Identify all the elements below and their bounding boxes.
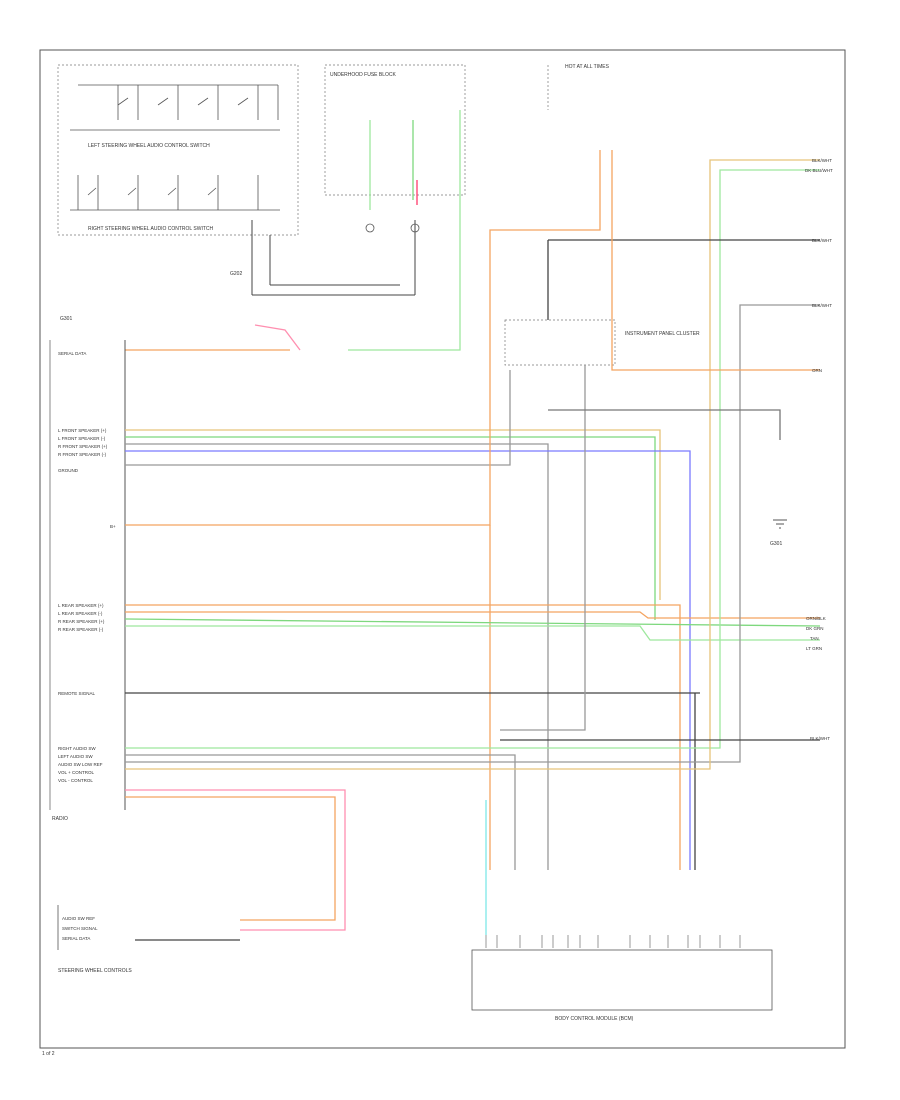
- wire-rear-orange-b: [125, 611, 820, 619]
- svg-text:REMOTE SIGNAL: REMOTE SIGNAL: [58, 691, 96, 696]
- wire-b-plus-orange: [125, 150, 601, 526]
- svg-text:VOL - CONTROL: VOL - CONTROL: [58, 778, 93, 783]
- right-steering-switch-label: RIGHT STEERING WHEEL AUDIO CONTROL SWITC…: [88, 226, 213, 232]
- svg-text:R FRONT SPEAKER (+): R FRONT SPEAKER (+): [58, 444, 108, 449]
- wire-left-audio-gray: [125, 754, 516, 870]
- ipc-module-box: [504, 319, 616, 366]
- svg-text:DK BLU/WHT: DK BLU/WHT: [805, 168, 833, 173]
- svg-text:BLK/WHT: BLK/WHT: [810, 736, 830, 741]
- svg-text:AUDIO SW LOW REF: AUDIO SW LOW REF: [58, 762, 103, 767]
- wire-ipc-orange: [611, 150, 820, 371]
- svg-text:R FRONT SPEAKER (-): R FRONT SPEAKER (-): [58, 452, 107, 457]
- radio-pin-labels: SERIAL DATA L FRONT SPEAKER (+) L FRONT …: [58, 351, 116, 783]
- svg-text:SERIAL DATA: SERIAL DATA: [58, 351, 86, 356]
- wire-rear-green: [124, 618, 821, 627]
- wire-serial-pink-stub: [254, 324, 301, 351]
- svg-text:R REAR SPEAKER (+): R REAR SPEAKER (+): [58, 619, 105, 624]
- wire-front-blue: [125, 450, 691, 870]
- module-group-top: [324, 64, 466, 196]
- bcm-module-box: [471, 949, 773, 1011]
- wire-front-dk-green: [125, 436, 656, 620]
- ground-symbol-g301: [773, 519, 787, 529]
- swc-pin-labels: AUDIO SW REF SWITCH SIGNAL SERIAL DATA: [62, 916, 98, 941]
- radio-fuse-label: G301: [60, 316, 72, 322]
- ipc-module-label: INSTRUMENT PANEL CLUSTER: [625, 331, 700, 337]
- svg-text:L REAR SPEAKER (+): L REAR SPEAKER (+): [58, 603, 104, 608]
- svg-text:R REAR SPEAKER (-): R REAR SPEAKER (-): [58, 627, 104, 632]
- wire-vol-minus-pink: [125, 789, 346, 931]
- svg-text:L REAR SPEAKER (-): L REAR SPEAKER (-): [58, 611, 103, 616]
- svg-text:ORN/BLK: ORN/BLK: [806, 616, 826, 621]
- right-connectors: BLK/WHT DK BLU/WHT BLK/WHT BLK/WHT ORN O…: [805, 158, 833, 741]
- wire-audio-ref-gray: [125, 304, 820, 763]
- ground-g202-label: G202: [230, 271, 242, 277]
- svg-text:L FRONT SPEAKER (+): L FRONT SPEAKER (+): [58, 428, 107, 433]
- left-steering-switch-label: LEFT STEERING WHEEL AUDIO CONTROL SWITCH: [88, 143, 210, 149]
- bcm-module-label: BODY CONTROL MODULE (BCM): [555, 1016, 634, 1022]
- diagram-frame: [39, 49, 846, 1049]
- steering-switch-contacts: [70, 84, 280, 211]
- svg-text:LEFT AUDIO SW: LEFT AUDIO SW: [58, 754, 93, 759]
- svg-text:RIGHT AUDIO SW: RIGHT AUDIO SW: [58, 746, 96, 751]
- svg-text:AUDIO SW REF: AUDIO SW REF: [62, 916, 95, 921]
- svg-text:SERIAL DATA: SERIAL DATA: [62, 936, 90, 941]
- svg-text:BLK/WHT: BLK/WHT: [812, 303, 832, 308]
- bcm-connector-pins: [485, 935, 741, 948]
- wire-front-tan: [125, 429, 661, 600]
- bulb-a: [365, 223, 375, 233]
- swc-caption: STEERING WHEEL CONTROLS: [58, 968, 132, 974]
- svg-text:LT GRN: LT GRN: [806, 646, 822, 651]
- svg-text:SWITCH SIGNAL: SWITCH SIGNAL: [62, 926, 98, 931]
- wire-vol-minus-orange: [125, 796, 336, 921]
- svg-text:BLK/WHT: BLK/WHT: [812, 158, 832, 163]
- wire-right-audio-green: [125, 169, 820, 749]
- svg-text:BLK/WHT: BLK/WHT: [812, 238, 832, 243]
- underhood-fuse-label: UNDERHOOD FUSE BLOCK: [330, 72, 397, 78]
- wire-ipc-gray-down: [500, 365, 586, 731]
- svg-text:B+: B+: [110, 524, 116, 529]
- page-label: 1 of 2: [42, 1051, 55, 1057]
- svg-text:GROUND: GROUND: [58, 468, 79, 473]
- svg-text:DK GRN: DK GRN: [806, 626, 824, 631]
- bulb-b: [410, 223, 420, 233]
- hot-at-all-times-label: HOT AT ALL TIMES: [565, 64, 610, 70]
- svg-text:VOL + CONTROL: VOL + CONTROL: [58, 770, 94, 775]
- steering-switch-group: [57, 64, 299, 236]
- wire-vol-plus-tan: [125, 159, 820, 770]
- wire-rear-orange: [125, 604, 681, 870]
- wire-rear-lt-green: [125, 625, 820, 641]
- svg-text:ORN: ORN: [812, 368, 822, 373]
- wire-ground-g301: [548, 409, 781, 440]
- svg-text:TAN: TAN: [810, 636, 819, 641]
- radio-label: RADIO: [52, 816, 68, 822]
- wire-lt-green-serial: [348, 110, 461, 351]
- ground-g202-symbol: [251, 220, 416, 296]
- ground-g301-label: G301: [770, 541, 782, 547]
- svg-text:L FRONT SPEAKER (-): L FRONT SPEAKER (-): [58, 436, 106, 441]
- wire-ground-blk: [125, 370, 511, 466]
- wire-front-gray: [125, 443, 549, 870]
